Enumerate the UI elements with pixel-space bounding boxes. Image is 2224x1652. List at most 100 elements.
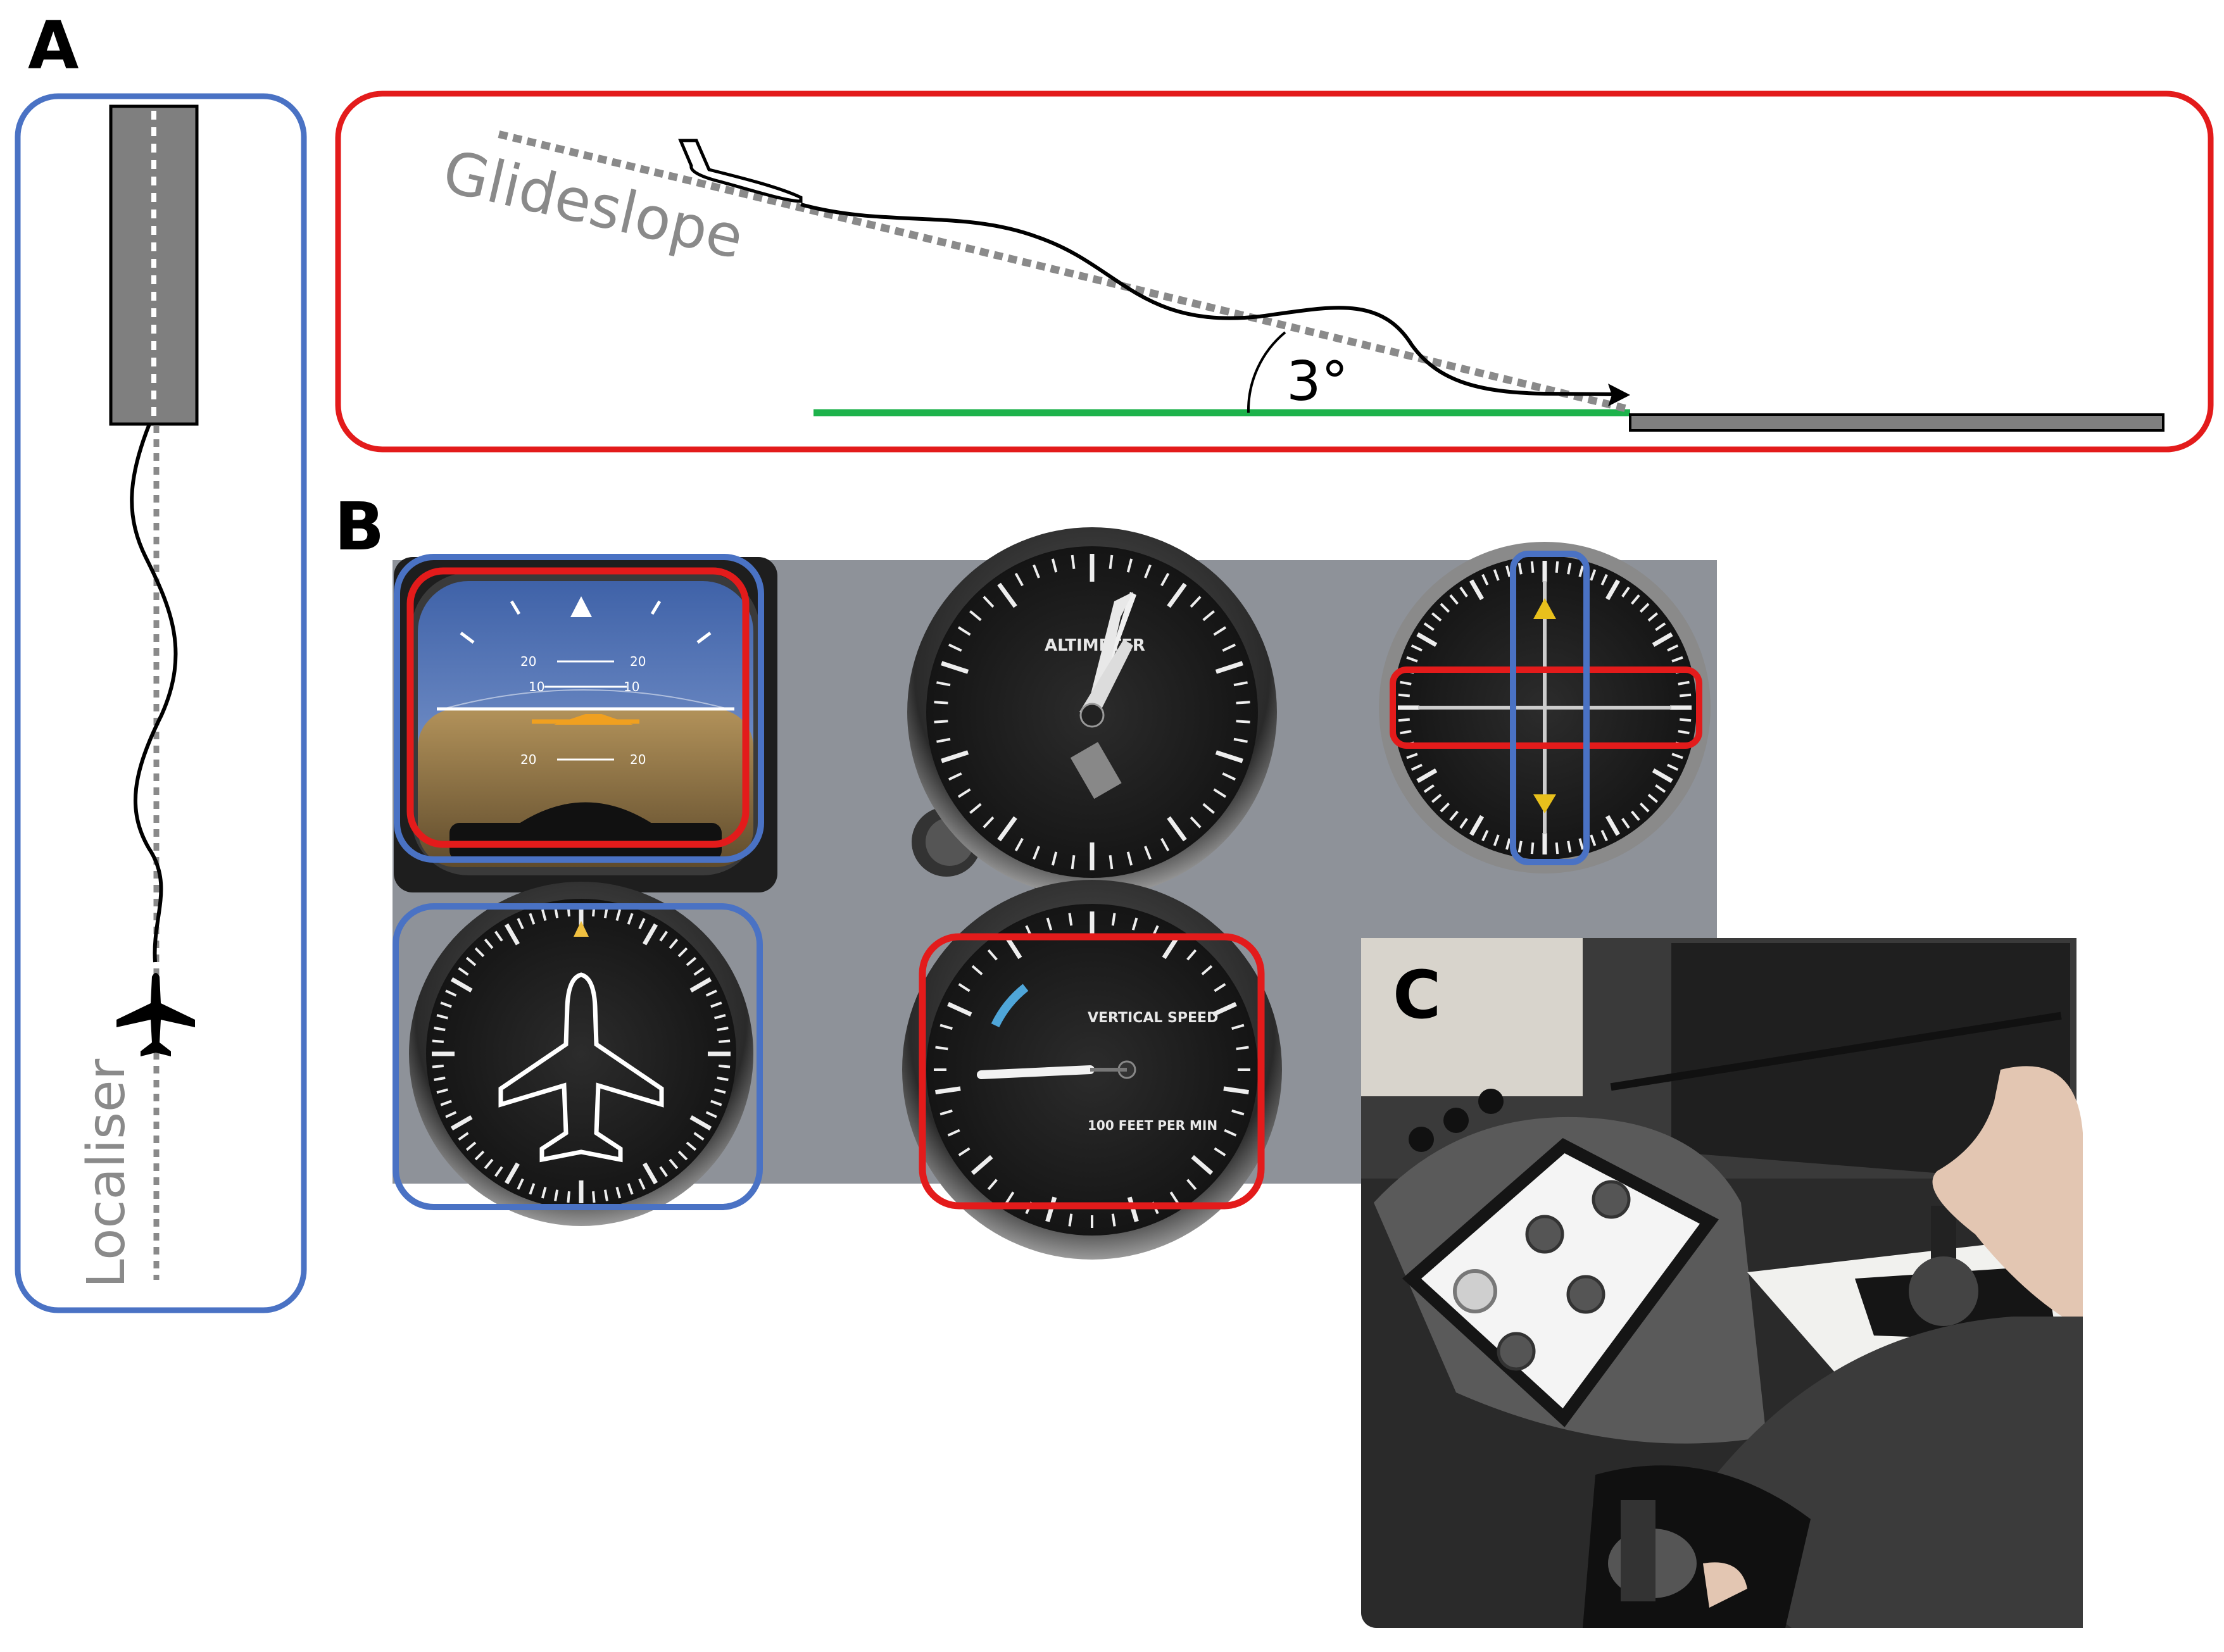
gauge-tick <box>1051 558 1058 573</box>
gauge-tick <box>1212 1001 1237 1017</box>
gauge-tick <box>1236 701 1250 704</box>
gauge-tick <box>1233 737 1248 743</box>
gauge-tick <box>1222 772 1236 781</box>
gauge-tick <box>1224 1129 1237 1137</box>
gauge-tick <box>592 1191 596 1203</box>
gauge-tick <box>1213 788 1227 798</box>
gauge-tick <box>717 1076 729 1081</box>
gauge-tick <box>958 1147 971 1156</box>
gauge-tick <box>1190 816 1202 829</box>
panel-letter-b: B <box>334 488 384 565</box>
cdi-vertical-highlight <box>1510 551 1590 865</box>
gauge-tick <box>1167 582 1187 608</box>
gauge-tick <box>1406 753 1418 760</box>
gauge-tick <box>677 947 688 958</box>
gauge-tick <box>1051 851 1058 866</box>
gauge-tick <box>1126 851 1133 866</box>
gauge-tick <box>432 1065 444 1068</box>
gauge-tick <box>1578 565 1584 577</box>
course-deviation-indicator <box>1379 542 1711 873</box>
instrument-panel: 20 20 10 10 20 20 ALTIMETER <box>393 527 1717 1260</box>
gauge-tick <box>1600 830 1608 842</box>
gauge-tick <box>440 1001 452 1008</box>
gauge-tick <box>603 1189 608 1201</box>
gauge-tick <box>969 610 982 622</box>
vsi-sublabel: 100 FEET PER MIN <box>1088 1118 1217 1133</box>
gauge-tick <box>1431 794 1442 803</box>
gauge-tick <box>1126 558 1133 573</box>
gauge-tick <box>1647 794 1659 803</box>
gauge-tick <box>504 923 520 946</box>
gauge-tick <box>1127 1196 1139 1222</box>
glideslope-flight-path <box>800 203 1618 396</box>
gauge-tick <box>1167 816 1187 842</box>
glideslope-line <box>498 130 1631 413</box>
gauge-tick <box>1481 830 1489 842</box>
gauge-tick <box>1449 594 1459 605</box>
gauge-tick <box>638 918 646 930</box>
gauge-tick <box>1144 846 1152 860</box>
gauge-tick <box>1231 1109 1245 1116</box>
gauge-tick <box>935 1046 948 1051</box>
gauge-tick <box>1655 784 1666 793</box>
gauge-tick <box>1671 753 1683 760</box>
gauge-tick <box>947 1001 972 1017</box>
glideslope-panel: 3° Glideslope <box>335 91 2214 453</box>
gauge-tick <box>465 956 477 967</box>
gauge-tick <box>948 772 962 781</box>
aircraft-icon <box>116 973 195 1056</box>
svg-text:20: 20 <box>630 654 646 669</box>
heading-aircraft-icon <box>498 972 664 1163</box>
gauge-tick <box>1590 834 1597 846</box>
gauge-tick <box>1014 572 1024 587</box>
gauge-tick <box>1109 554 1114 570</box>
angle-arc <box>1247 331 1286 413</box>
gauge-tick <box>436 1013 448 1020</box>
gauge-tick <box>1160 572 1170 587</box>
gauge-tick <box>1481 573 1489 585</box>
gauge-tick <box>1046 917 1053 930</box>
gauge-tick <box>1621 586 1630 598</box>
gauge-tick <box>1169 1191 1179 1204</box>
gauge-tick <box>440 1099 452 1106</box>
simulator-photo <box>1361 938 2083 1628</box>
gauge-tick <box>1680 693 1692 698</box>
gauge-tick <box>1459 818 1468 829</box>
gauge-tick <box>517 918 524 930</box>
gauge-tick <box>983 596 995 608</box>
gauge-tick <box>474 947 485 958</box>
gauge-tick <box>693 967 705 976</box>
gauge-tick <box>1236 1046 1249 1051</box>
gauge-tick <box>689 1115 712 1131</box>
gauge-tick <box>1431 612 1442 622</box>
gauge-tick <box>1410 644 1423 652</box>
gauge-tick <box>718 1065 731 1068</box>
gauge-tick <box>1678 680 1690 685</box>
glideslope-frame <box>335 91 2214 453</box>
gauge-tick <box>717 1027 729 1032</box>
gauge-tick <box>1416 632 1438 648</box>
gauge-tick <box>1505 565 1511 577</box>
gauge-tick <box>718 1039 731 1043</box>
vsi-label: VERTICAL SPEED <box>1088 1010 1218 1026</box>
gauge-tick <box>1449 810 1459 822</box>
gauge-tick <box>1111 1213 1116 1227</box>
simulator-screen <box>1402 1137 1719 1427</box>
gauge-tick <box>627 1183 634 1195</box>
gauge-tick <box>659 930 669 942</box>
gauge-tick <box>941 750 969 763</box>
gauge-tick <box>1423 622 1435 631</box>
gauge-tick <box>1652 632 1673 648</box>
gauge-tick <box>517 1178 524 1190</box>
localiser-flight-path <box>130 423 178 963</box>
gauge-tick <box>710 1099 722 1106</box>
gauge-tick <box>710 1001 722 1008</box>
gauge-tick <box>1033 846 1040 860</box>
gauge-tick <box>714 1088 726 1094</box>
gauge-tick <box>1639 802 1650 813</box>
gauge-tick <box>1068 913 1073 926</box>
gauge-tick <box>1231 1023 1245 1030</box>
gauge-tick <box>971 965 983 975</box>
gauge-tick <box>642 1162 658 1185</box>
gauge-tick <box>997 816 1017 842</box>
